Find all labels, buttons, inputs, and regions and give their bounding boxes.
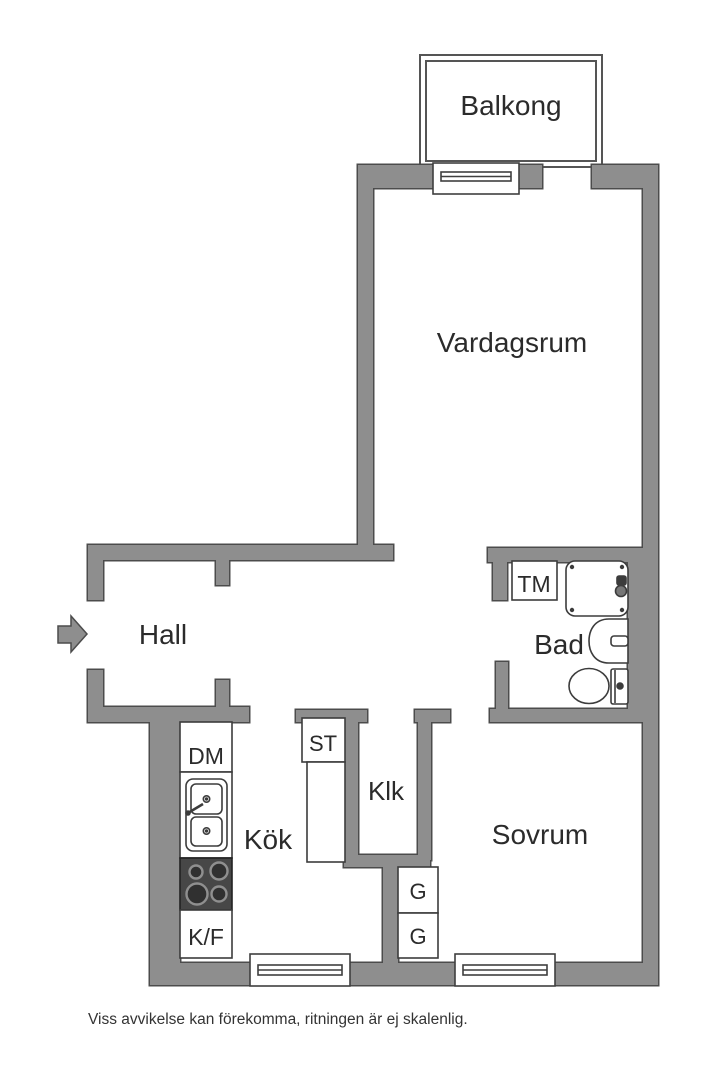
kitchen-sink-icon <box>185 778 228 852</box>
fridge-freezer-box <box>179 909 233 959</box>
fixtures <box>179 560 629 959</box>
room-label-kitchen: Kök <box>244 824 293 855</box>
room-label-hall: Hall <box>139 619 187 650</box>
balcony-outline <box>419 54 603 168</box>
room-label-walk-in-closet: Klk <box>368 776 405 806</box>
bathroom-sink-icon <box>588 618 629 664</box>
room-label-bathroom: Bad <box>534 629 584 660</box>
shower-icon <box>565 560 629 617</box>
label-cleaning-closet: ST <box>309 731 337 756</box>
cleaning-closet-box <box>301 717 346 763</box>
dishwasher-box <box>179 721 233 773</box>
bedroom-window-icon <box>454 953 556 987</box>
label-fridge-freezer: K/F <box>188 924 224 950</box>
room-label-balcony: Balkong <box>460 90 561 121</box>
windows <box>249 162 556 987</box>
wardrobe-lower-box <box>397 912 439 959</box>
label-wardrobe-lower: G <box>409 924 426 949</box>
tall-cabinet-box <box>306 761 346 863</box>
label-wardrobe-upper: G <box>409 879 426 904</box>
label-dishwasher: DM <box>188 743 224 769</box>
wardrobe-upper-box <box>397 866 439 914</box>
stove-icon <box>179 857 233 911</box>
toilet-icon <box>568 667 629 705</box>
labels: Balkong Vardagsrum Hall Bad Kök Sovrum K… <box>139 90 588 950</box>
washing-machine-box <box>511 560 558 601</box>
room-label-living-room: Vardagsrum <box>437 327 587 358</box>
room-label-bedroom: Sovrum <box>492 819 588 850</box>
balcony-window-icon <box>432 162 520 195</box>
label-washing-machine: TM <box>517 571 550 597</box>
kitchen-window-icon <box>249 953 351 987</box>
disclaimer-text: Viss avvikelse kan förekomma, ritningen … <box>88 1011 468 1028</box>
entrance-arrow-icon <box>57 614 89 654</box>
